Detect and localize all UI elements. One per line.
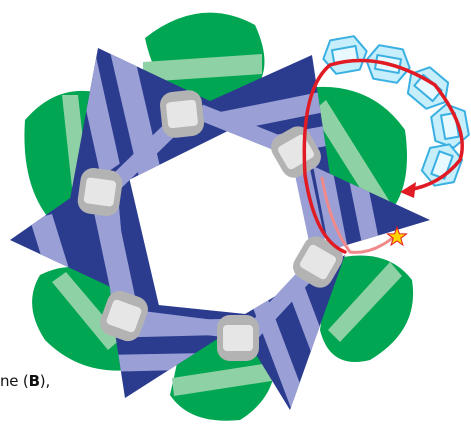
caption-suffix: ), (39, 372, 51, 390)
seed-bead (217, 315, 259, 361)
seed-beads (77, 90, 343, 361)
thread-path (302, 58, 464, 254)
seed-bead (293, 236, 343, 288)
arrowhead-icon (400, 182, 416, 198)
seed-bead (100, 290, 148, 342)
leaf-stripe-top (143, 54, 262, 82)
leaf-stripe-right (312, 100, 395, 220)
crystal-bead (420, 143, 464, 187)
caption-label-b: B (28, 372, 40, 390)
caption-prefix: ne ( (0, 372, 29, 390)
instruction-caption: ne (B), (0, 372, 50, 390)
star-icon (386, 225, 408, 247)
crystal-strand (322, 35, 470, 187)
leaf-stripe-bottom-right (328, 262, 402, 342)
seed-bead (77, 167, 123, 217)
seed-bead (159, 90, 205, 138)
leaf-stripe-bottom (172, 362, 278, 396)
